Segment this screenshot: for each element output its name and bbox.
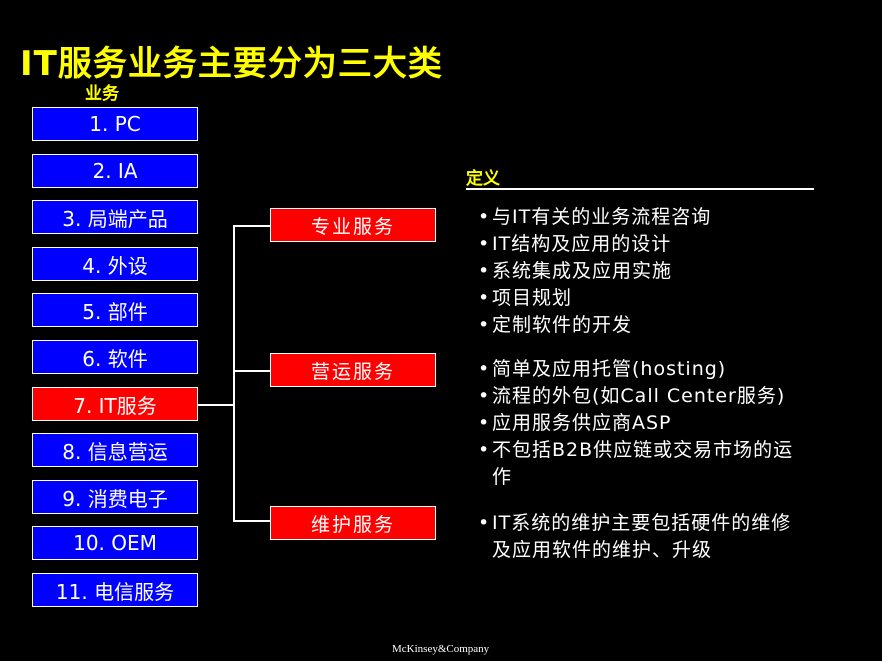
business-item-pc: 1. PC bbox=[32, 107, 198, 141]
connector-horizontal-main bbox=[198, 404, 234, 406]
definition-item: 流程的外包(如Call Center服务) bbox=[478, 383, 798, 410]
connector-branch-professional bbox=[233, 225, 270, 227]
definition-list-professional: 与IT有关的业务流程咨询 IT结构及应用的设计 系统集成及应用实施 项目规划 定… bbox=[478, 204, 798, 339]
business-item-central-office-products: 3. 局端产品 bbox=[32, 200, 198, 234]
definition-list-operations: 简单及应用托管(hosting) 流程的外包(如Call Center服务) 应… bbox=[478, 356, 798, 491]
service-maintenance: 维护服务 bbox=[270, 506, 436, 540]
definition-item: 定制软件的开发 bbox=[478, 312, 798, 339]
service-operations: 营运服务 bbox=[270, 353, 436, 387]
definition-divider bbox=[466, 188, 814, 190]
business-item-telecom-services: 11. 电信服务 bbox=[32, 573, 198, 607]
definition-header: 定义 bbox=[466, 169, 500, 189]
definition-item: 不包括B2B供应链或交易市场的运作 bbox=[478, 437, 798, 491]
definition-item: 应用服务供应商ASP bbox=[478, 410, 798, 437]
business-item-peripherals: 4. 外设 bbox=[32, 247, 198, 281]
connector-branch-maintenance bbox=[233, 520, 270, 522]
definition-item: 简单及应用托管(hosting) bbox=[478, 356, 798, 383]
business-item-consumer-electronics: 9. 消费电子 bbox=[32, 480, 198, 514]
definition-item: IT结构及应用的设计 bbox=[478, 231, 798, 258]
definition-item: 项目规划 bbox=[478, 285, 798, 312]
business-item-components: 5. 部件 bbox=[32, 293, 198, 327]
connector-vertical bbox=[233, 225, 235, 521]
definition-item: 系统集成及应用实施 bbox=[478, 258, 798, 285]
business-header: 业务 bbox=[85, 84, 119, 104]
page-title: IT服务业务主要分为三大类 bbox=[20, 44, 443, 84]
definition-item: IT系统的维护主要包括硬件的维修及应用软件的维护、升级 bbox=[478, 510, 798, 564]
footer-logo-text: McKinsey&Company bbox=[392, 643, 490, 655]
business-item-software: 6. 软件 bbox=[32, 340, 198, 374]
definition-list-maintenance: IT系统的维护主要包括硬件的维修及应用软件的维护、升级 bbox=[478, 510, 798, 564]
service-professional: 专业服务 bbox=[270, 208, 436, 242]
connector-branch-operations bbox=[233, 370, 270, 372]
definition-item: 与IT有关的业务流程咨询 bbox=[478, 204, 798, 231]
business-item-it-services: 7. IT服务 bbox=[32, 387, 198, 421]
business-item-oem: 10. OEM bbox=[32, 526, 198, 560]
business-item-information-operations: 8. 信息营运 bbox=[32, 433, 198, 467]
business-item-ia: 2. IA bbox=[32, 154, 198, 188]
